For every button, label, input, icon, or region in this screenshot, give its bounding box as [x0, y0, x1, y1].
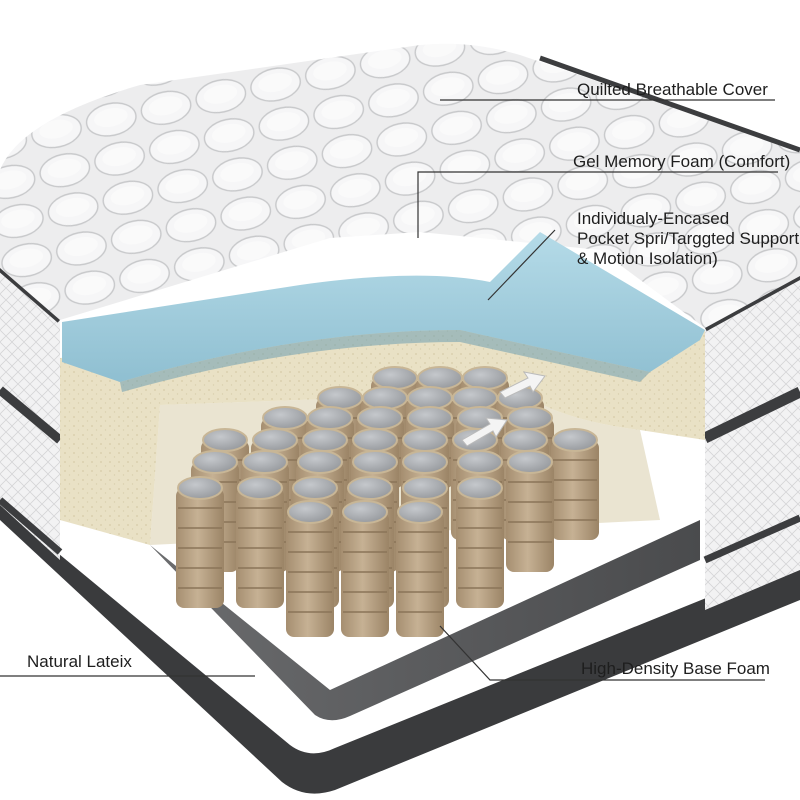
mattress-right-side	[705, 280, 800, 610]
gel-memory-foam-layer	[62, 232, 705, 382]
latex-layer	[60, 312, 705, 545]
label-pocket-springs: Individualy-Encased Pocket Spri/Targgted…	[577, 209, 800, 268]
right-piping-mid	[702, 387, 800, 443]
label-gel-memory-foam: Gel Memory Foam (Comfort)	[573, 152, 791, 171]
pocket-spring	[236, 476, 284, 608]
base-foam-layer	[150, 520, 700, 721]
label-natural-latex: Natural Lateix	[27, 652, 132, 671]
leader-line-gel	[417, 171, 778, 238]
pocket-springs-group	[176, 366, 599, 637]
pocket-spring	[506, 450, 554, 572]
leader-lines	[0, 99, 778, 681]
base-foam-bottom	[0, 470, 800, 794]
pocket-spring	[456, 476, 504, 608]
right-piping-bottom	[703, 514, 800, 564]
label-base-foam: High-Density Base Foam	[581, 659, 770, 678]
left-piping-bottom	[0, 497, 63, 555]
leader-line-springs	[487, 229, 556, 301]
leader-line-base	[439, 625, 765, 681]
left-piping-mid	[0, 386, 63, 444]
label-quilted-cover: Quilted Breathable Cover	[577, 80, 768, 99]
quilted-cover-top	[0, 43, 800, 328]
gel-foam-shadow	[120, 330, 650, 392]
pocket-spring	[551, 428, 599, 540]
pocket-spring	[341, 500, 389, 637]
pocket-spring	[176, 476, 224, 608]
motion-arrow-2	[461, 417, 508, 447]
pocket-spring	[286, 500, 334, 637]
cover-edge-piping	[539, 55, 800, 153]
pocket-spring	[396, 500, 444, 637]
motion-arrows	[461, 371, 546, 447]
motion-arrow-1	[499, 371, 546, 399]
